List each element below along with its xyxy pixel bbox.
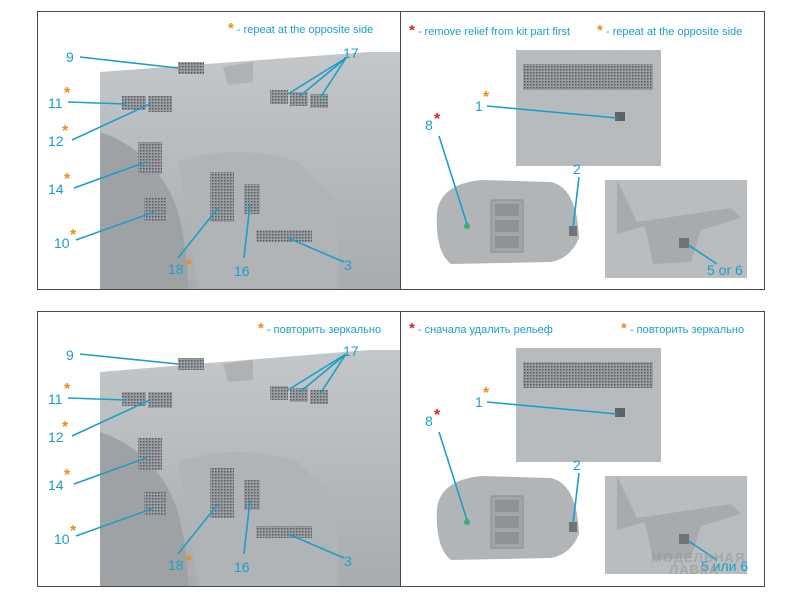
note-red-star: * xyxy=(409,22,415,39)
label-2: 2 xyxy=(573,161,581,177)
part-5-spot xyxy=(679,534,689,544)
grille-11 xyxy=(122,392,146,406)
part-2-spot xyxy=(569,522,577,532)
label-14: 14 xyxy=(48,477,64,493)
part-8-spot xyxy=(464,223,470,229)
grille-9 xyxy=(178,62,204,74)
label-12: 12 xyxy=(48,133,64,149)
label-9: 9 xyxy=(66,347,74,363)
star-14: * xyxy=(64,467,71,484)
star-10: * xyxy=(70,227,77,244)
part-1-spot xyxy=(615,112,625,121)
label-3: 3 xyxy=(344,257,352,273)
label-9: 9 xyxy=(66,49,74,65)
note-repeat: * - повторить зеркально xyxy=(258,320,381,337)
label-5or6: 5 or 6 xyxy=(707,262,743,278)
star-8: * xyxy=(434,111,441,128)
label-8: 8 xyxy=(425,413,433,429)
part-8-spot xyxy=(464,519,470,525)
label-3: 3 xyxy=(344,553,352,569)
note-star: * xyxy=(228,20,234,37)
panel-top-left: 9 17 11 * 12 * 14 * 10 * 18 * 16 3 * - r… xyxy=(37,11,402,290)
note-orange-text: - повторить зеркально xyxy=(629,324,745,336)
watermark: МОДЕЛЬНАЯ ЛАВКА xyxy=(651,550,746,577)
fuselage-illustration: 9 17 11 * 12 * 14 * 10 * 18 * 16 3 xyxy=(48,343,401,586)
label-12: 12 xyxy=(48,429,64,445)
star-11: * xyxy=(64,381,71,398)
grille-12 xyxy=(148,392,172,408)
grille-3 xyxy=(256,526,312,538)
star-18: * xyxy=(186,257,193,274)
star-18: * xyxy=(186,553,193,570)
part-1-spot xyxy=(615,408,625,417)
note-remove-relief: * - remove relief from kit part first xyxy=(409,22,570,39)
panel-top-right: 1 * 8 * 2 5 or 6 * - remove relief from … xyxy=(400,11,765,290)
grille-17a xyxy=(270,90,288,104)
star-8: * xyxy=(434,407,441,424)
note-orange-star: * xyxy=(621,320,627,337)
note-star: * xyxy=(258,320,264,337)
grille-16 xyxy=(244,184,260,214)
panel-bottom-left: 9 17 11 * 12 * 14 * 10 * 18 * 16 3 * - п… xyxy=(37,311,402,587)
note-red-text: - сначала удалить рельеф xyxy=(417,324,553,336)
watermark-line-1: МОДЕЛЬНАЯ xyxy=(651,550,746,565)
label-11: 11 xyxy=(48,391,63,407)
note-red-star: * xyxy=(409,320,415,337)
star-10: * xyxy=(70,523,77,540)
grille-10 xyxy=(144,197,166,221)
watermark-line-2: ЛАВКА xyxy=(669,562,720,577)
note-text: - повторить зеркально xyxy=(266,324,382,336)
part-5-spot xyxy=(679,238,689,248)
grille-9 xyxy=(178,358,204,370)
parts-illustration: 1 * 8 * 2 5 или 6 xyxy=(425,348,748,574)
label-14: 14 xyxy=(48,181,64,197)
note-text: - repeat at the opposite side xyxy=(236,24,374,36)
fuselage-illustration: 9 17 11 * 12 * 14 * 10 * 18 * 16 3 xyxy=(48,45,401,289)
star-12: * xyxy=(62,419,69,436)
panel-bottom-right: 1 * 8 * 2 5 или 6 * - сначала удалить ре… xyxy=(400,311,765,587)
label-17: 17 xyxy=(343,343,359,359)
grille-17c xyxy=(310,390,328,404)
grille-3 xyxy=(256,230,312,242)
grille-14 xyxy=(138,438,162,470)
star-12: * xyxy=(62,123,69,140)
note-orange-text: - repeat at the opposite side xyxy=(605,26,743,38)
note-repeat: * - repeat at the opposite side xyxy=(597,22,742,39)
label-10: 10 xyxy=(54,235,70,251)
grille-14 xyxy=(138,142,162,174)
label-16: 16 xyxy=(234,263,250,279)
star-1: * xyxy=(483,89,490,106)
label-18: 18 xyxy=(168,557,184,573)
label-16: 16 xyxy=(234,559,250,575)
grille-17a xyxy=(270,386,288,400)
label-10: 10 xyxy=(54,531,70,547)
grille-10 xyxy=(144,492,166,516)
note-remove-relief: * - сначала удалить рельеф xyxy=(409,320,553,337)
part-2-spot xyxy=(569,226,577,236)
label-17: 17 xyxy=(343,45,359,61)
grille-17b xyxy=(290,388,308,402)
label-8: 8 xyxy=(425,117,433,133)
star-1: * xyxy=(483,385,490,402)
grille-11 xyxy=(122,96,146,110)
label-5or6: 5 или 6 xyxy=(701,558,748,574)
label-1: 1 xyxy=(475,394,483,410)
note-repeat: * - repeat at the opposite side xyxy=(228,20,373,37)
note-repeat: * - повторить зеркально xyxy=(621,320,744,337)
note-orange-star: * xyxy=(597,22,603,39)
parts-illustration: 1 * 8 * 2 5 or 6 xyxy=(425,50,747,278)
grille-17c xyxy=(310,94,328,108)
grille-17b xyxy=(290,92,308,106)
star-11: * xyxy=(64,85,71,102)
note-red-text: - remove relief from kit part first xyxy=(417,26,571,38)
label-11: 11 xyxy=(48,95,63,111)
grille-large xyxy=(523,362,653,388)
label-1: 1 xyxy=(475,98,483,114)
label-18: 18 xyxy=(168,261,184,277)
star-14: * xyxy=(64,171,71,188)
grille-12 xyxy=(148,96,172,112)
grille-16 xyxy=(244,480,260,510)
label-2: 2 xyxy=(573,457,581,473)
grille-large xyxy=(523,64,653,90)
